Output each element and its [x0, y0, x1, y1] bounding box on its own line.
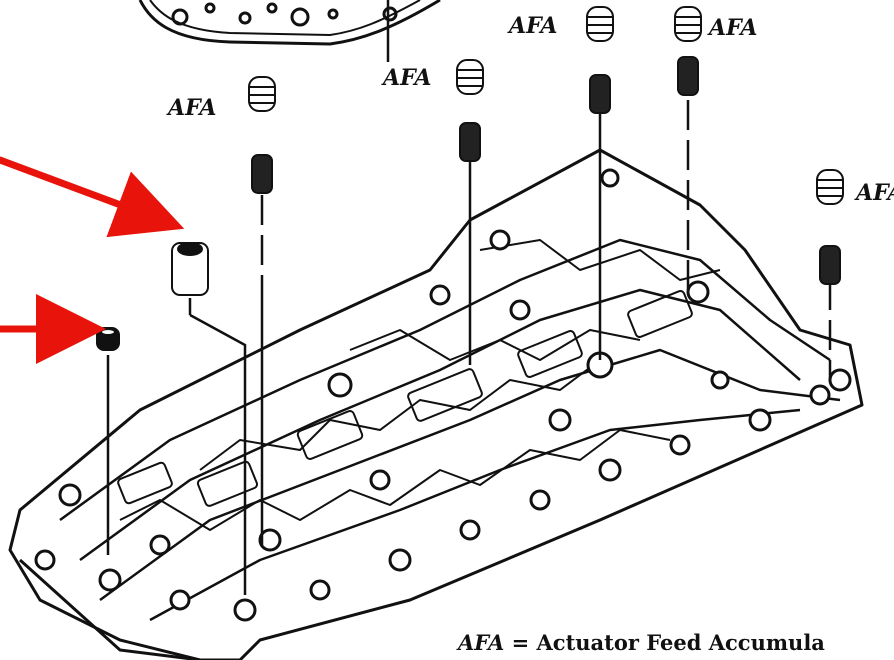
channel-a [59, 238, 831, 522]
afa-label-top-2: AFA [709, 15, 758, 41]
accumulator-spring-icon [456, 59, 484, 162]
afa-parts [96, 6, 844, 351]
valve-body-outline [8, 148, 864, 660]
accumulator-spring-icon [248, 76, 276, 194]
valve-body-holes [34, 168, 852, 622]
valve-body-pockets [117, 289, 693, 507]
accumulator-spring-icon [586, 6, 614, 114]
accumulator-spring-icon [816, 169, 844, 285]
afa-label-right: AFA [856, 180, 894, 206]
legend-abbr: AFA [458, 630, 505, 655]
gasket-fragment [138, 0, 441, 46]
accumulator-spring-icon [674, 6, 702, 96]
channel-f [119, 429, 671, 531]
channel-h [349, 329, 641, 361]
legend: AFA = Actuator Feed Accumula [458, 630, 825, 655]
guide-lines [106, 0, 832, 595]
channel-g [479, 239, 721, 281]
afa-label-top-1: AFA [509, 13, 558, 39]
red-arrows [0, 156, 185, 364]
legend-text: Actuator Feed Accumula [536, 630, 825, 655]
red-arrow-icon [0, 156, 185, 238]
valve-body-side [18, 558, 201, 660]
valve-body [8, 148, 864, 660]
afa-label-left: AFA [168, 95, 217, 121]
check-ball-cup-icon [171, 242, 209, 296]
guide-line-cup-bend [189, 313, 247, 595]
legend-separator: = [504, 630, 537, 655]
channel-e [199, 359, 601, 471]
filter-cap-icon [96, 327, 120, 351]
afa-label-center: AFA [383, 65, 432, 91]
channel-c [99, 348, 841, 602]
